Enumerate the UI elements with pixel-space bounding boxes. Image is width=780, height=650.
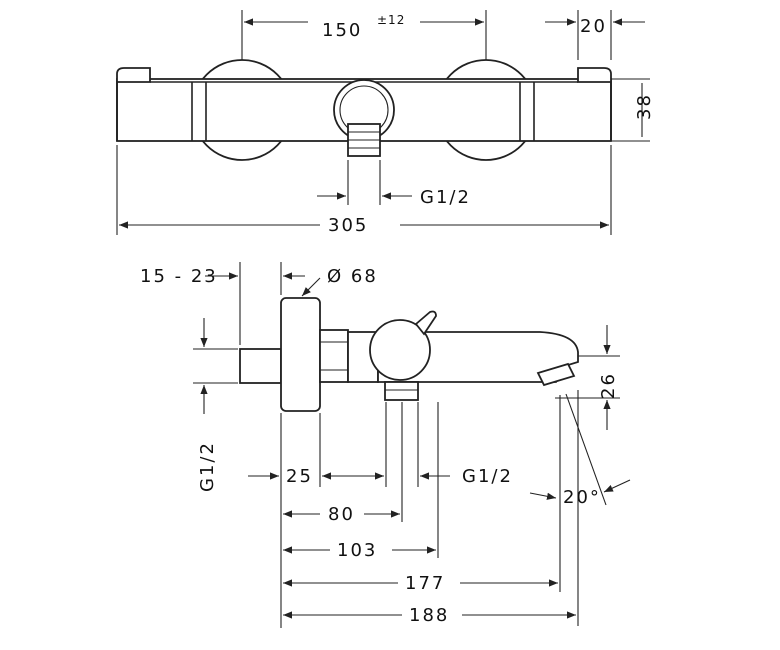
dim-25-label: 25 (286, 466, 313, 487)
dim-80-label: 80 (328, 504, 355, 525)
diverter-handle (369, 319, 431, 381)
dim-wall-projection: 15 - 23 (140, 266, 218, 287)
dim-spout-height: 26 (598, 372, 619, 399)
union-nut (319, 329, 349, 383)
dim-38-label: 38 (634, 93, 655, 120)
right-cap (577, 67, 612, 141)
rosette-profile (280, 297, 321, 412)
top-view: 150 ±12 20 38 G1/2 305 (116, 10, 655, 236)
dim-305-label: 305 (328, 215, 368, 236)
dim-188-label: 188 (409, 605, 449, 626)
dim-177-label: 177 (405, 573, 445, 594)
side-view: 15 - 23 Ø 68 G1/2 26 25 G1/2 (140, 262, 631, 628)
dim-rosette-diameter: Ø 68 (327, 266, 378, 287)
aerator (536, 362, 576, 387)
dim-spout-angle: 20° (563, 487, 601, 508)
left-cap (116, 67, 151, 141)
dim-103-label: 103 (337, 540, 377, 561)
handle-lever (414, 310, 437, 336)
outlet-nut (384, 381, 419, 401)
dim-150-label: 150 (322, 20, 362, 41)
dim-20-label: 20 (580, 16, 607, 37)
dim-inlet-thread: G1/2 (197, 441, 218, 492)
wall-inlet (239, 348, 282, 384)
dim-150-tolerance: ±12 (377, 13, 405, 27)
dim-outlet-thread-side: G1/2 (462, 466, 513, 487)
dim-outlet-thread-top: G1/2 (420, 187, 471, 208)
